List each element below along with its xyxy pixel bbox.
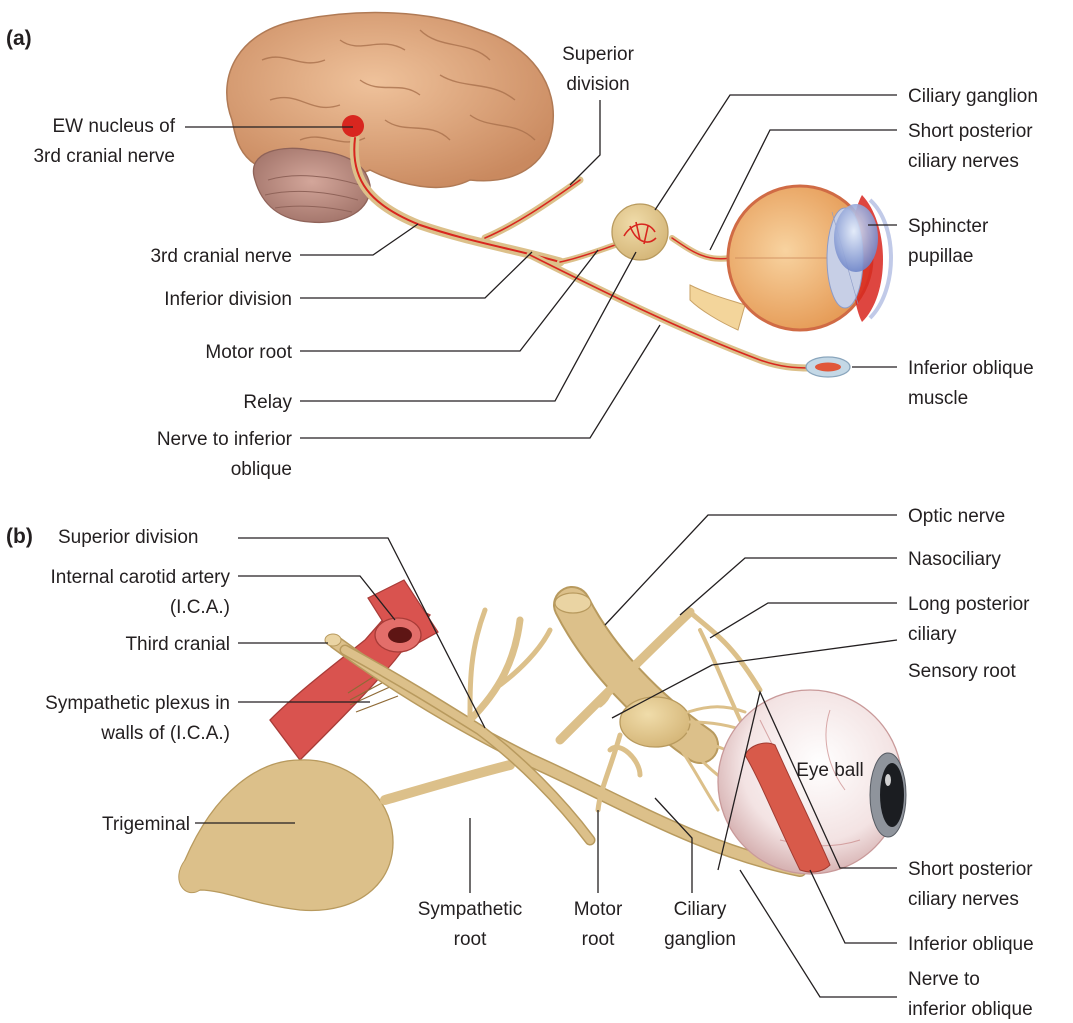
trigeminal-ganglion — [183, 760, 393, 911]
label-sensory-root: Sensory root — [908, 661, 1016, 682]
label-inferior-division: Inferior division — [164, 289, 292, 310]
panel-b: (b) Superior division Internal carotid a… — [6, 506, 1034, 1020]
label-optic-nerve: Optic nerve — [908, 506, 1005, 527]
panel-a-label: (a) — [6, 27, 32, 50]
panel-b-label: (b) — [6, 525, 33, 548]
label-ica: Internal carotid artery(I.C.A.) — [50, 567, 230, 618]
label-superior-division-b: Superior division — [58, 527, 198, 548]
brain — [227, 13, 554, 223]
label-motor-root-a: Motor root — [205, 342, 292, 363]
label-relay: Relay — [243, 392, 292, 413]
label-nasociliary: Nasociliary — [908, 549, 1001, 570]
ciliary-ganglion-a — [612, 204, 668, 260]
label-inferior-oblique-b: Inferior oblique — [908, 934, 1034, 955]
label-eye-ball: Eye ball — [796, 760, 864, 781]
label-third-cranial: Third cranial — [125, 634, 230, 655]
label-ciliary-ganglion-a: Ciliary ganglion — [908, 86, 1038, 107]
label-third-cranial-nerve: 3rd cranial nerve — [150, 246, 292, 267]
superior-division-nerve — [485, 180, 580, 238]
label-trigeminal: Trigeminal — [102, 814, 190, 835]
ciliary-ganglion-b — [620, 697, 690, 747]
ew-nucleus-dot — [342, 115, 364, 137]
eyeball-b — [718, 690, 906, 874]
